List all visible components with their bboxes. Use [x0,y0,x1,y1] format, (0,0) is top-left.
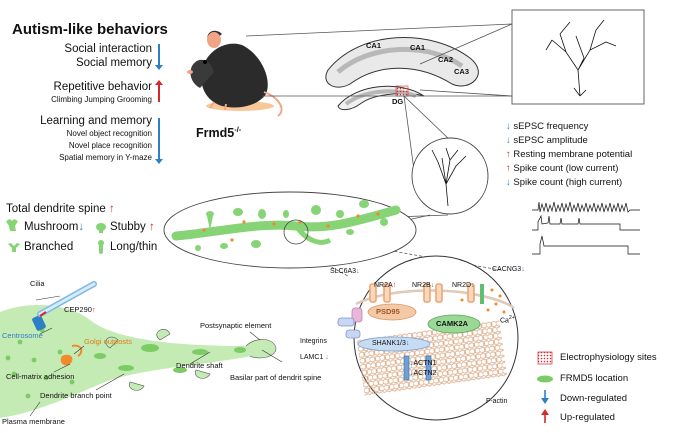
total-dendrite-spine: Total dendrite spine ↑ [6,203,115,215]
neuron-reconstruction-panel [511,9,645,105]
social-down-arrow [155,44,163,70]
integrins-label: Integrins [300,338,327,345]
spine-type-icons [6,219,106,254]
actn1-label: ↓ACTN1 [410,360,437,367]
f-actin-label: F-actin [486,398,508,405]
centrosome-label: Centrosome [2,331,43,340]
ca1-label-a: CA1 [366,41,382,50]
repetitive-behavior-label: Repetitive behavior [53,81,152,93]
cep290-label: CEP290↑ [64,305,96,314]
spike-traces [532,201,640,255]
legend-ephys-sites: Electrophysiology sites [560,352,657,363]
ephys-spike-low: ↑ Spike count (low current) [506,163,619,174]
golgi-outposts-label: Golgi outposts [84,337,132,346]
novel-object-label: Novel object recognition [66,129,152,138]
dendrite-branch-point-label: Dendrite branch point [40,391,112,400]
calcium-label: Ca2+ [500,315,515,325]
cacng3-label: CACNG3↓ [492,266,525,273]
psd95-label: PSD95 [376,307,400,316]
learning-down-arrow [155,118,163,164]
actn2-label: ↓ACTN2 [410,370,437,377]
ephys-resting-potential: ↑ Resting membrane potential [506,149,633,160]
basilar-spine-label: Basilar part of dendrit spine [230,373,322,382]
camk2a-label: CAMK2A [436,319,469,328]
dg-label: DG [392,97,404,106]
nr2b-label: NR2B↓ [412,282,435,289]
shank-label: SHANK1/3↓ [372,340,410,347]
novel-place-label: Novel place recognition [68,141,152,150]
granule-cell-circle [411,137,489,215]
plasma-membrane-label: Plasma membrane [2,417,65,426]
dendrite-shaft-label: Dendrite shaft [176,361,223,370]
ca3-label: CA3 [454,67,470,76]
neuron-cell-body [0,281,277,418]
cell-matrix-adhesion-label: Cell-matrix adhesion [6,372,75,381]
ca1-label-b: CA1 [410,43,426,52]
repetitive-up-arrow [155,80,163,102]
social-memory-label: Social memory [75,57,152,69]
learning-memory-label: Learning and memory [40,115,152,127]
postsynaptic-element-label: Postsynaptic element [200,321,272,330]
dendrite-ellipse [163,191,417,269]
spine-branched: Branched [24,241,74,253]
spine-mushroom: Mushroom↓ [24,221,85,233]
mouse-illustration [187,30,283,117]
legend-frmd5-location: FRMD5 location [560,373,629,384]
legend-icons [537,351,553,423]
nr2d-label: NR2D↓ [452,282,475,289]
spine-longthin: Long/thin [110,241,158,253]
slc6a3-label: SLC6A3↓ [330,268,360,275]
autism-title: Autism-like behaviors [12,21,168,38]
nr2a-label: NR2A↑ [374,282,397,289]
spine-stubby: Stubby ↑ [110,221,155,233]
legend-down-regulated: Down-regulated [560,393,628,404]
hippocampus-illustration [325,37,479,111]
ca2-label: CA2 [438,55,454,64]
synapse-circle [337,255,519,421]
social-interaction-label: Social interaction [64,43,152,55]
spatial-memory-label: Spatial memory in Y-maze [59,153,152,162]
ephys-sepsc-frequency: ↓ sEPSC frequency [506,121,589,132]
legend-up-regulated: Up-regulated [560,412,615,423]
lamc1-label: LAMC1 ↓ [300,354,329,361]
repetitive-items-label: Climbing Jumping Grooming [51,95,152,104]
mouse-genotype-label: Frmd5-/- [196,125,242,141]
cell-leader-lines [29,295,283,417]
ephys-spike-high: ↓ Spike count (high current) [506,177,623,188]
cilia-label: Cilia [30,279,45,288]
ephys-sepsc-amplitude: ↓ sEPSC amplitude [506,135,588,146]
